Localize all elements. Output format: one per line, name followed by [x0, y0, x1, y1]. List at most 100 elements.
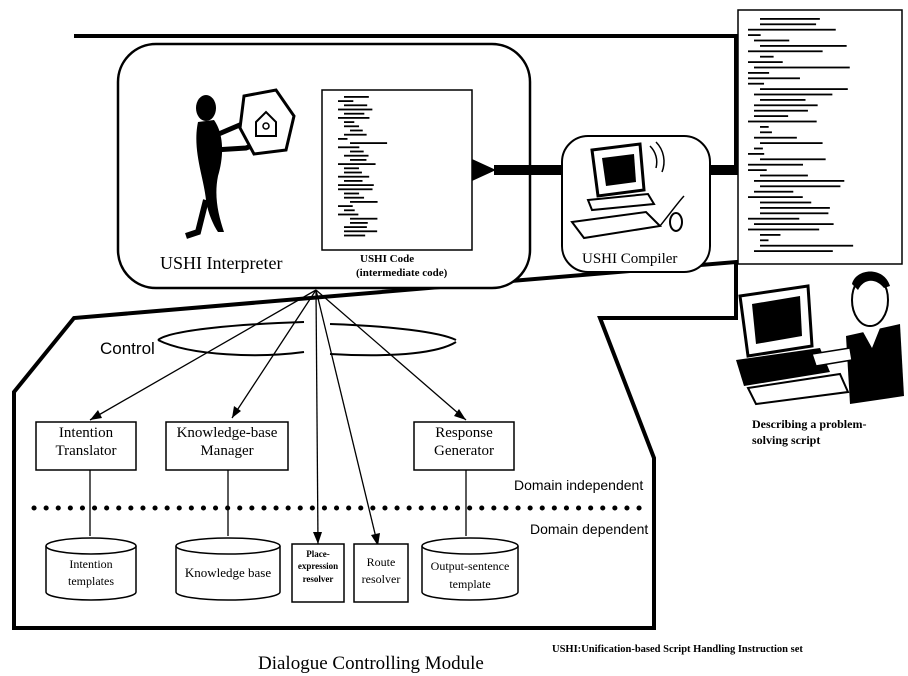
text-stroke — [344, 209, 355, 212]
control-label: Control — [100, 339, 155, 358]
figure-caption: Dialogue Controlling Module — [258, 653, 484, 674]
text-stroke — [748, 61, 783, 63]
resource-line1: Output-sentence — [430, 559, 510, 573]
text-stroke — [748, 163, 804, 166]
text-stroke — [344, 192, 360, 195]
module-line2: Generator — [434, 442, 494, 459]
control-arc-right — [329, 323, 457, 357]
text-stroke — [760, 23, 817, 26]
text-stroke — [748, 72, 770, 74]
text-stroke — [754, 39, 790, 42]
route-resolver-box — [353, 543, 409, 603]
intention-templates-cylinder — [45, 537, 137, 601]
text-stroke — [344, 154, 369, 157]
text-stroke — [754, 190, 794, 193]
text-stroke — [748, 50, 823, 53]
module-line1: Intention — [58, 425, 114, 441]
script-lines — [748, 18, 854, 252]
text-stroke — [748, 217, 800, 220]
resource-line2: template — [449, 576, 491, 591]
text-stroke — [760, 158, 826, 161]
text-stroke — [760, 201, 812, 204]
text-stroke — [760, 99, 806, 101]
text-stroke — [760, 126, 769, 128]
text-stroke — [338, 100, 354, 102]
text-stroke — [754, 104, 818, 107]
module-connectors — [89, 470, 467, 536]
resource-line1: Knowledge base — [184, 565, 272, 580]
response-generator-box — [413, 421, 515, 471]
text-stroke — [760, 185, 841, 188]
intention-translator-box — [35, 421, 137, 471]
code-subtitle: (intermediate code) — [356, 267, 448, 279]
text-stroke — [344, 125, 360, 128]
text-stroke — [754, 223, 834, 225]
dialogue-module-boundary — [12, 34, 738, 630]
text-stroke — [338, 188, 373, 191]
text-stroke — [760, 234, 781, 236]
text-stroke — [338, 138, 348, 140]
resource-line3: resolver — [302, 573, 334, 584]
text-stroke — [760, 142, 823, 144]
control-arc-left — [157, 321, 305, 357]
resource-output-sentence-template: Output-sentence template — [422, 560, 518, 590]
text-stroke — [338, 175, 370, 178]
module-line1: Knowledge-base — [176, 425, 278, 441]
text-stroke — [344, 167, 359, 170]
module-response-generator: Response Generator — [414, 425, 514, 460]
text-stroke — [338, 213, 359, 216]
text-stroke — [760, 212, 829, 215]
text-stroke — [754, 147, 763, 150]
text-stroke — [344, 112, 365, 115]
text-stroke — [748, 120, 817, 123]
text-stroke — [760, 18, 820, 20]
text-stroke — [338, 146, 360, 149]
resource-route-resolver: Route resolver — [354, 556, 408, 585]
text-stroke — [760, 131, 772, 134]
resource-line1: Place- — [306, 549, 330, 559]
domain-dependent-label: Domain dependent — [530, 521, 649, 537]
control-arrowheads — [90, 406, 466, 546]
control-arrows — [89, 289, 467, 547]
person-at-computer-icon — [736, 271, 904, 406]
text-stroke — [748, 169, 767, 171]
text-stroke — [338, 205, 353, 207]
resource-knowledge-base: Knowledge base — [174, 566, 282, 580]
text-stroke — [350, 217, 378, 220]
resource-intention-templates: Intention templates — [46, 558, 136, 587]
text-stroke — [754, 93, 833, 96]
computer-icon — [570, 141, 685, 240]
code-title: USHI Code — [360, 253, 415, 265]
text-stroke — [338, 117, 370, 119]
text-stroke — [350, 142, 388, 144]
text-stroke — [344, 104, 368, 107]
ushi-code-lines — [338, 96, 388, 237]
text-stroke — [760, 174, 808, 177]
text-stroke — [754, 66, 850, 69]
module-knowledge-base-manager: Knowledge-base Manager — [166, 425, 288, 460]
stick-figure-icon — [185, 88, 296, 239]
text-stroke — [754, 180, 845, 182]
text-stroke — [754, 115, 789, 117]
output-sentence-cylinder — [421, 537, 519, 601]
knowledge-base-cylinder — [175, 537, 281, 601]
text-stroke — [748, 34, 761, 36]
text-stroke — [760, 244, 854, 247]
text-stroke — [344, 171, 362, 174]
text-stroke — [748, 82, 765, 85]
footnote: USHI:Unification-based Script Handling I… — [552, 644, 803, 655]
text-stroke — [344, 96, 369, 98]
text-stroke — [760, 207, 830, 209]
script-caption-line2: solving script — [752, 433, 821, 447]
text-stroke — [344, 121, 355, 123]
text-stroke — [344, 196, 365, 199]
text-stroke — [350, 150, 364, 153]
knowledge-base-manager-box — [165, 421, 289, 471]
interpreter-label: USHI Interpreter — [160, 253, 283, 273]
text-stroke — [338, 163, 376, 165]
text-stroke — [344, 230, 378, 233]
resource-line1: Route — [366, 555, 396, 569]
text-stroke — [760, 88, 848, 90]
text-stroke — [754, 250, 833, 252]
